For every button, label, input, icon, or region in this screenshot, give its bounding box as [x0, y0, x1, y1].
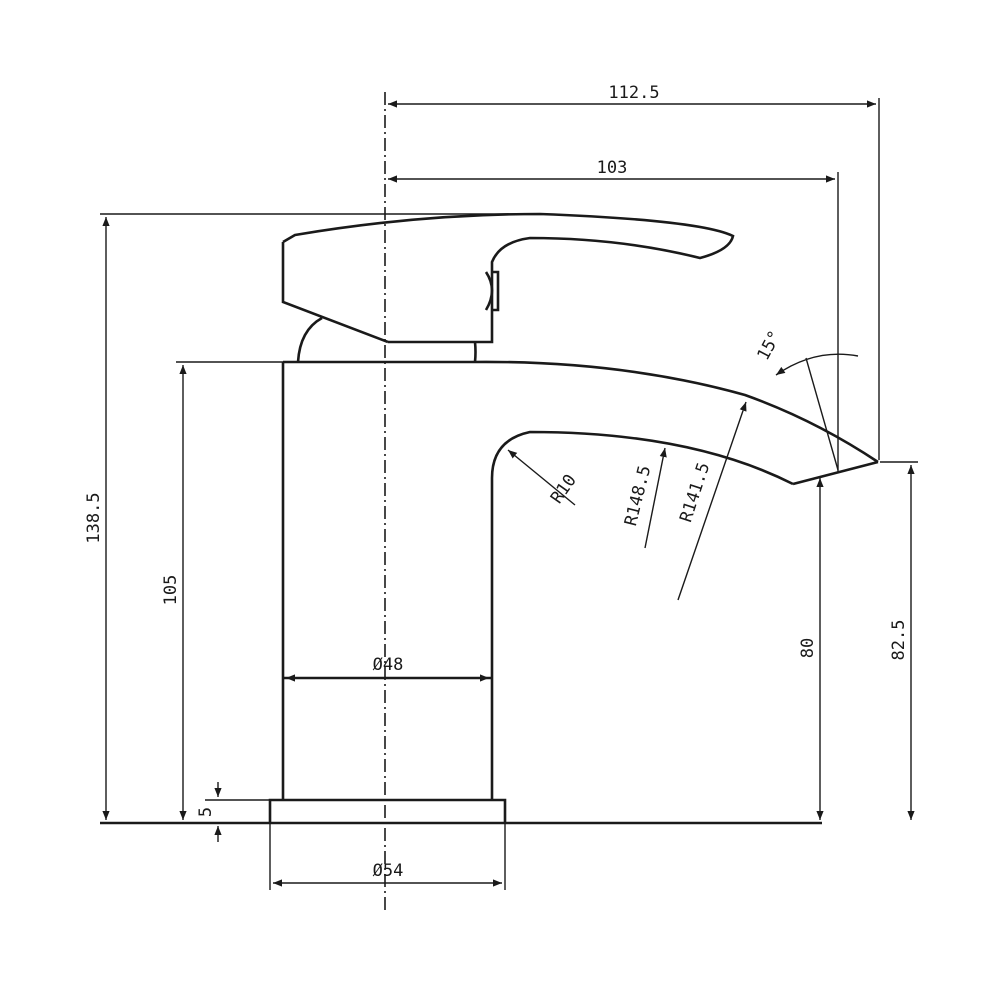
label-tip-height: 82.5 — [889, 620, 909, 661]
label-outlet-height: 80 — [798, 638, 818, 658]
label-base-thickness: 5 — [196, 807, 216, 817]
spout-top-edge — [283, 360, 879, 464]
lever-handle — [281, 212, 735, 344]
spout-outlet — [792, 460, 879, 486]
dimension-lines — [100, 98, 918, 890]
label-outlet-angle: 15° — [754, 327, 786, 364]
base-plate — [268, 798, 507, 822]
leader-inner-radius — [507, 449, 576, 506]
label-overall-height: 138.5 — [84, 492, 104, 543]
dimension-labels: 112.5 103 138.5 105 5 80 82.5 Ø48 Ø54 R1… — [84, 83, 909, 881]
label-spout-reach: 103 — [597, 158, 628, 178]
lever-pivot — [484, 270, 500, 312]
label-radius-outer-arc: R141.5 — [676, 460, 714, 525]
label-base-diameter: Ø54 — [373, 861, 404, 881]
cartridge-dome — [296, 316, 477, 363]
label-body-height: 105 — [161, 575, 181, 606]
tap-outline — [100, 212, 879, 825]
leader-radius-inner-arc — [644, 447, 667, 549]
angle-arc — [775, 353, 859, 376]
label-inner-radius: R10 — [547, 471, 581, 508]
label-radius-inner-arc: R148.5 — [621, 464, 655, 528]
label-body-diameter: Ø48 — [373, 655, 404, 675]
leader-radius-outer-arc — [677, 401, 747, 601]
label-overall-reach: 112.5 — [608, 83, 659, 103]
spout-underside — [490, 430, 794, 800]
